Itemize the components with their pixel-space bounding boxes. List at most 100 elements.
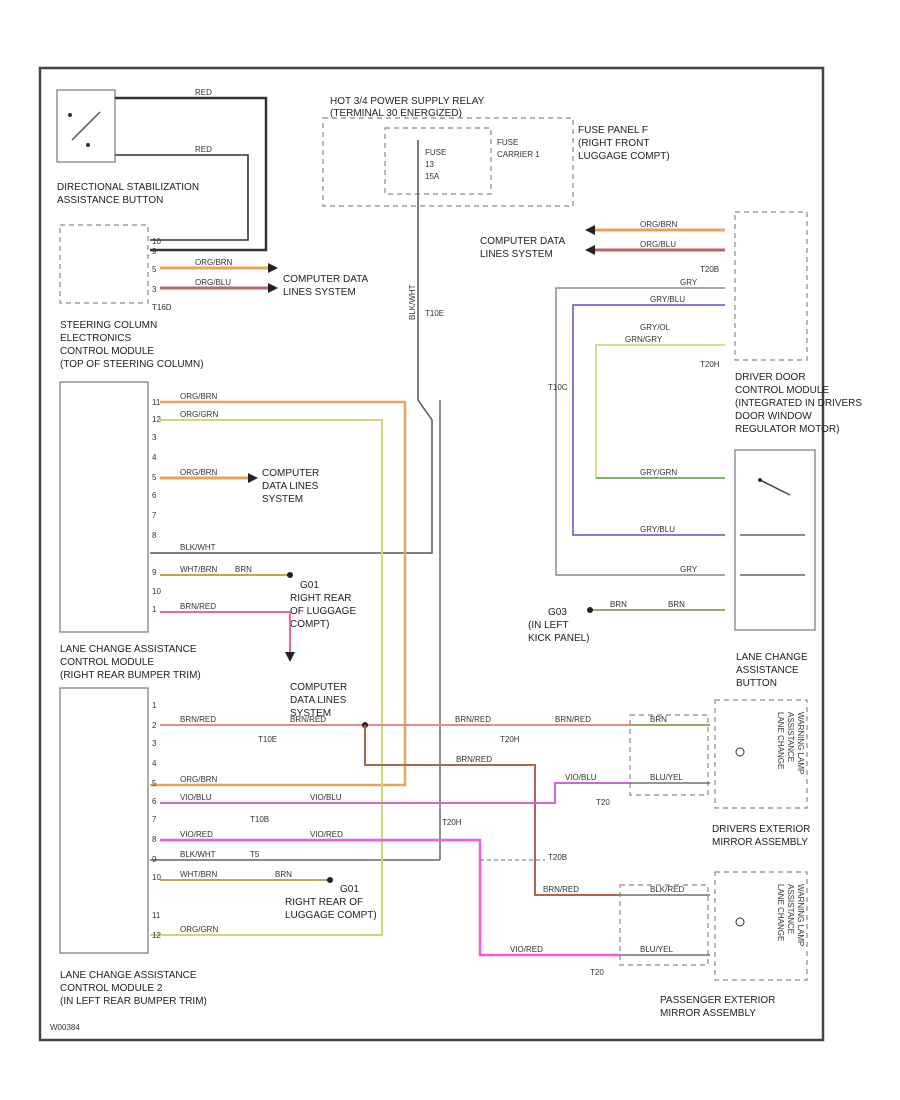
fuse-carrier-1: FUSE <box>497 138 518 147</box>
wire-label-brnred-5: BRN/RED <box>455 715 491 724</box>
mirror-lamp-3: WARNING LAMP <box>796 712 805 774</box>
relay-label-1: HOT 3/4 POWER SUPPLY RELAY <box>330 96 485 107</box>
connector-t20h-mid: T20H <box>500 735 520 744</box>
fuse-panel-2: (RIGHT FRONT <box>578 138 649 149</box>
data-lines-door-1: COMPUTER DATA <box>480 236 566 247</box>
steering-column-module: 10 9 5 3 T16D STEERING COLUMN ELECTRONIC… <box>59 224 204 370</box>
passenger-exterior-mirror: LANE CHANGE ASSISTANCE WARNING LAMP PASS… <box>619 871 808 1019</box>
svg-text:9: 9 <box>152 247 157 256</box>
svg-text:5: 5 <box>152 779 157 788</box>
wire-label-orgblu-door: ORG/BLU <box>640 240 676 249</box>
connector-t20h: T20H <box>700 360 720 369</box>
connector-t10e-lower: T10E <box>258 735 277 744</box>
steering-label-4: (TOP OF STEERING COLUMN) <box>60 359 204 370</box>
steering-label-1: STEERING COLUMN <box>60 320 157 331</box>
svg-text:8: 8 <box>152 835 157 844</box>
svg-text:10: 10 <box>152 873 161 882</box>
fuse-number: 13 <box>425 160 434 169</box>
lca-control-module-2: 1 2 3 4 5 6 7 8 9 10 11 12 LANE CHANGE A… <box>59 687 207 1007</box>
wire-label-red-2: RED <box>195 145 212 154</box>
svg-text:1: 1 <box>152 605 157 614</box>
wire-label-whtbrn-2: WHT/BRN <box>180 870 218 879</box>
svg-text:9: 9 <box>152 855 157 864</box>
diagram-frame <box>38 66 825 1042</box>
wire-label-bluyel-2: BLU/YEL <box>640 945 673 954</box>
connector-gryol: GRY/OL <box>640 323 671 332</box>
wire-red-loop-2 <box>115 154 249 241</box>
pass-mirror-1: PASSENGER EXTERIOR <box>660 995 775 1006</box>
door-label-2: CONTROL MODULE <box>735 385 829 396</box>
connector-t5: T5 <box>250 850 260 859</box>
wire-label-brnred-branch: BRN/RED <box>456 755 492 764</box>
wire-label-orgbrn-lca: ORG/BRN <box>180 392 218 401</box>
wire-label-brn-g03-2: BRN <box>668 600 685 609</box>
data-lines-steer-1: COMPUTER DATA <box>283 274 369 285</box>
wire-label-gry-2: GRY <box>680 565 698 574</box>
svg-text:3: 3 <box>152 739 157 748</box>
door-label-5: REGULATOR MOTOR) <box>735 424 839 435</box>
g01b-label-1: G01 <box>340 884 359 895</box>
wire-label-viored-2: VIO/RED <box>310 830 343 839</box>
wire-label-brn-lca2: BRN <box>275 870 292 879</box>
g01b-label-2: RIGHT REAR OF <box>285 897 363 908</box>
svg-text:12: 12 <box>152 931 161 940</box>
stabilization-button: DIRECTIONAL STABILIZATION ASSISTANCE BUT… <box>56 89 199 206</box>
g01a-label-3: OF LUGGAGE <box>290 606 356 617</box>
lca-control-module: 11 12 3 4 5 6 7 8 9 10 1 LANE CHANGE ASS… <box>59 381 201 681</box>
fuse-panel-1: FUSE PANEL F <box>578 125 648 136</box>
wire-label-blkwht: BLK/WHT <box>408 284 417 320</box>
svg-text:9: 9 <box>152 568 157 577</box>
fuse-carrier-2: CARRIER 1 <box>497 150 540 159</box>
steering-label-3: CONTROL MODULE <box>60 346 154 357</box>
wire-label-orgbrn-door: ORG/BRN <box>640 220 678 229</box>
lane-change-button: LANE CHANGE ASSISTANCE BUTTON <box>734 449 816 689</box>
data-lines-door-2: LINES SYSTEM <box>480 249 553 260</box>
stab-button-label-2: ASSISTANCE BUTTON <box>57 195 163 206</box>
connector-t20-right2: T20 <box>590 968 604 977</box>
pmirror-lamp-1: LANE CHANGE <box>776 884 785 941</box>
connector-t10e: T10E <box>425 309 444 318</box>
wire-orgbrn-lca <box>150 400 407 787</box>
wire-label-brn-g03: BRN <box>610 600 627 609</box>
data-lines-lca-2: DATA LINES <box>262 481 319 492</box>
wire-label-whtbrn: WHT/BRN <box>180 565 218 574</box>
wire-label-brn-lca: BRN <box>235 565 252 574</box>
svg-text:6: 6 <box>152 797 157 806</box>
lca2-label-2: CONTROL MODULE 2 <box>60 983 163 994</box>
g01a-label-4: COMPT) <box>290 619 329 630</box>
g03-label-1: G03 <box>548 607 567 618</box>
lca2-label-3: (IN LEFT REAR BUMPER TRIM) <box>60 996 207 1007</box>
connector-t20b: T20B <box>700 265 719 274</box>
svg-text:11: 11 <box>152 398 161 407</box>
connector-t16d: T16D <box>152 303 172 312</box>
data-lines-lca-3: SYSTEM <box>262 494 303 505</box>
svg-text:12: 12 <box>152 415 161 424</box>
g03-label-2: (IN LEFT <box>528 620 569 631</box>
steering-label-2: ELECTRONICS <box>60 333 131 344</box>
pass-mirror-2: MIRROR ASSEMBLY <box>660 1008 756 1019</box>
wire-red-loop <box>115 96 268 252</box>
lca-label-1: LANE CHANGE ASSISTANCE <box>60 644 197 655</box>
wire-vio-blu <box>160 782 630 804</box>
connector-t20b-low: T20B <box>548 853 567 862</box>
wire-gry-loop <box>555 287 725 576</box>
wire-label-viored: VIO/RED <box>180 830 213 839</box>
svg-text:2: 2 <box>152 721 157 730</box>
wire-label-violblu-2: VIO/BLU <box>310 793 342 802</box>
wire-label-violblu-3: VIO/BLU <box>565 773 597 782</box>
g01b-label-3: LUGGAGE COMPT) <box>285 910 377 921</box>
fuse-label: FUSE <box>425 148 446 157</box>
stab-button-label-1: DIRECTIONAL STABILIZATION <box>57 182 199 193</box>
wire-label-brnred-4: BRN/RED <box>555 715 591 724</box>
wire-orggrn-lca <box>150 419 383 936</box>
connector-t10b: T10B <box>250 815 269 824</box>
fuse-panel-3: LUGGAGE COMPT) <box>578 151 670 162</box>
wire-label-bluyel: BLU/YEL <box>650 773 683 782</box>
svg-text:5: 5 <box>152 473 157 482</box>
data-lines-low-1: COMPUTER <box>290 682 347 693</box>
hot-power-relay: HOT 3/4 POWER SUPPLY RELAY (TERMINAL 30 … <box>322 96 670 207</box>
lca-button-3: BUTTON <box>736 678 777 689</box>
wire-vio-red <box>160 838 620 957</box>
mirror-lamp-2: ASSISTANCE <box>786 712 795 762</box>
